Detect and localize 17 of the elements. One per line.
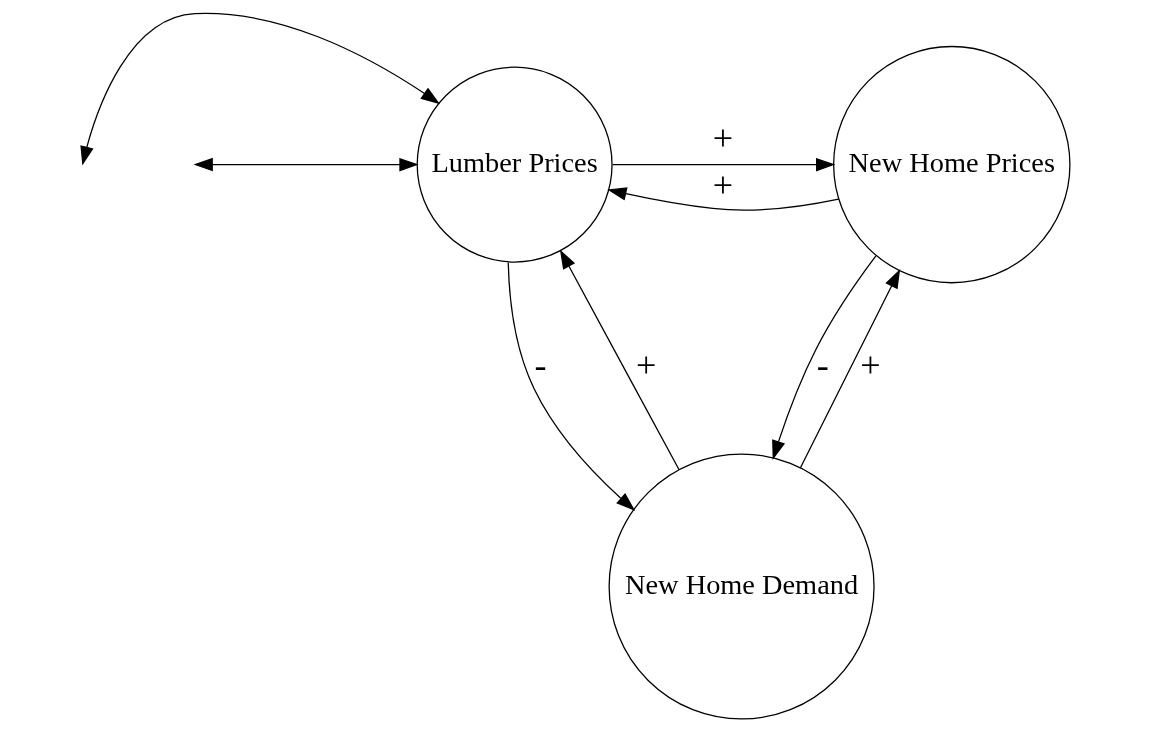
- edge-label: +: [635, 345, 657, 386]
- arrow: [559, 249, 680, 471]
- arrow: [799, 268, 901, 469]
- edge-label: -: [534, 345, 547, 386]
- arrow: [80, 13, 441, 166]
- node-circle: Lumber Prices: [416, 66, 613, 263]
- edge-label: +: [712, 165, 734, 206]
- arrow: [193, 157, 419, 172]
- arrow: [612, 157, 836, 172]
- arrow: [607, 187, 840, 211]
- node-circle: New Home Demand: [608, 453, 875, 720]
- arrow: [507, 261, 636, 511]
- edge-label: +: [860, 345, 881, 386]
- edge-label: -: [816, 345, 829, 386]
- arrow: [772, 255, 877, 460]
- edge-label: +: [712, 117, 734, 158]
- node-circle: New Home Prices: [833, 45, 1071, 284]
